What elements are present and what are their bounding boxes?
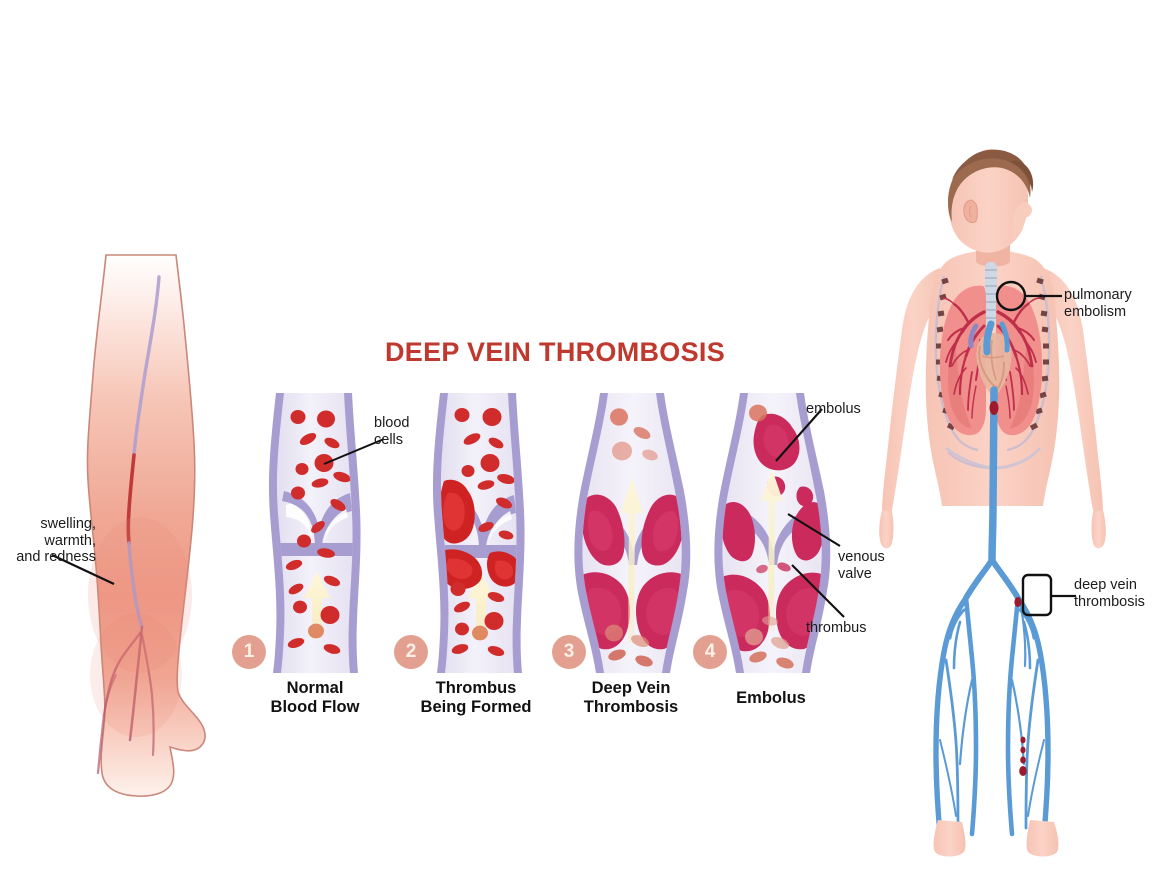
stage-3-caption: Deep Vein Thrombosis — [583, 679, 679, 716]
stage-1-vessel-diagram — [268, 393, 361, 673]
thrombus-callout: thrombus — [806, 620, 867, 636]
stage-2-caption: Thrombus Being Formed — [420, 679, 532, 716]
stage-2-badge: 2 — [394, 635, 428, 669]
human-body-illustration — [879, 149, 1106, 857]
blood-cells-leader-line — [323, 438, 385, 465]
stage-3-badge: 3 — [552, 635, 586, 669]
stage-2-vessel-diagram — [432, 393, 525, 673]
deep-vein-thrombosis-callout: deep vein thrombosis — [1074, 577, 1145, 610]
stage-1-badge: 1 — [232, 635, 266, 669]
pulmonary-embolism-callout: pulmonary embolism — [1064, 287, 1132, 320]
leg-symptoms-callout: swelling, warmth, and redness — [16, 516, 96, 565]
blood-cells-callout: blood cells — [374, 415, 410, 448]
venous-valve-leader-line — [787, 513, 841, 547]
embolus-callout: embolus — [806, 401, 861, 417]
swollen-leg-illustration — [86, 254, 206, 797]
deep-vein-thrombosis-marker — [1021, 573, 1076, 617]
thrombus-leader-line — [791, 564, 845, 618]
embolus-leader-line — [775, 408, 823, 462]
leg-callout-leader-line — [51, 553, 115, 586]
stage-4-vessel-diagram — [714, 393, 831, 673]
stage-3-vessel-diagram — [574, 393, 691, 673]
stage-4-caption: Embolus — [736, 689, 806, 707]
page-title: DEEP VEIN THROMBOSIS — [384, 337, 726, 367]
human-body-legs-outline — [880, 140, 1130, 840]
venous-valve-callout: venous valve — [838, 549, 885, 582]
pulmonary-embolism-marker — [995, 280, 1062, 312]
stage-1-caption: Normal Blood Flow — [270, 679, 360, 716]
stage-4-badge: 4 — [693, 635, 727, 669]
page-title-wrap: DEEP VEIN THROMBOSIS — [370, 337, 740, 368]
